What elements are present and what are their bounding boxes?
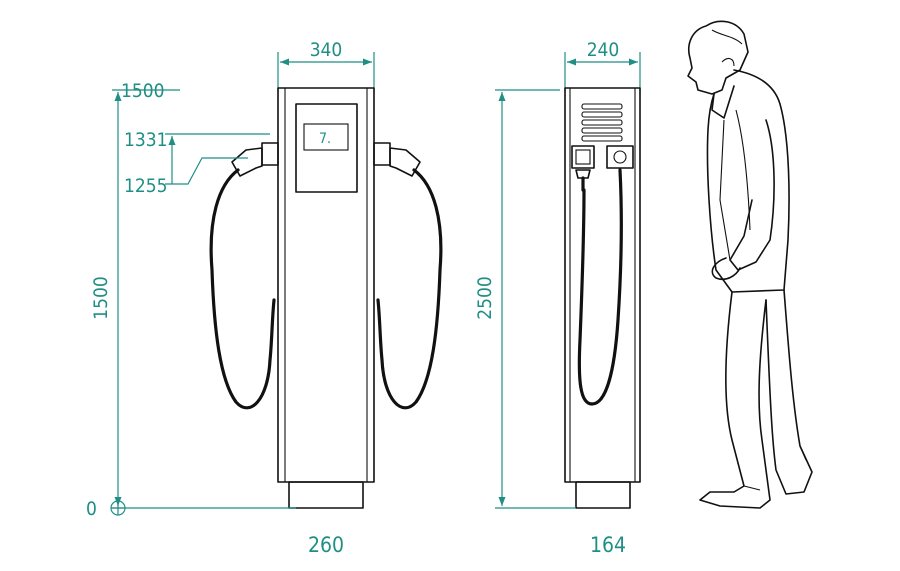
side-height-label: 2500 [474, 276, 496, 320]
front-base-label: 260 [308, 533, 344, 557]
level-zero-label: 0 [86, 498, 97, 520]
front-column [277, 87, 375, 509]
person-silhouette-icon [687, 20, 813, 509]
vent-grille-icon [581, 103, 623, 142]
side-width-label: 240 [587, 39, 620, 61]
side-base-label: 164 [590, 533, 626, 557]
front-height-label: 1500 [90, 276, 112, 320]
level-socket-top-label: 1331 [124, 129, 168, 151]
side-height-dimension: 2500 [474, 89, 576, 509]
side-sockets [571, 145, 634, 406]
side-view: 240 [474, 39, 641, 557]
side-column [564, 87, 641, 509]
front-height-dimension: 1500 [90, 89, 296, 509]
display-panel: 7. [295, 103, 358, 193]
front-width-dimension: 340 [277, 39, 375, 92]
front-width-label: 340 [310, 39, 343, 61]
right-connector [373, 142, 443, 410]
side-width-dimension: 240 [564, 39, 641, 92]
level-top-label: 1500 [121, 80, 165, 102]
display-screen-text: 7. [319, 131, 331, 147]
left-connector [209, 142, 279, 410]
front-view: 340 7. [86, 39, 443, 557]
level-socket-bottom-label: 1255 [124, 175, 168, 197]
level-markers: 1500 1331 1255 0 [86, 80, 270, 520]
